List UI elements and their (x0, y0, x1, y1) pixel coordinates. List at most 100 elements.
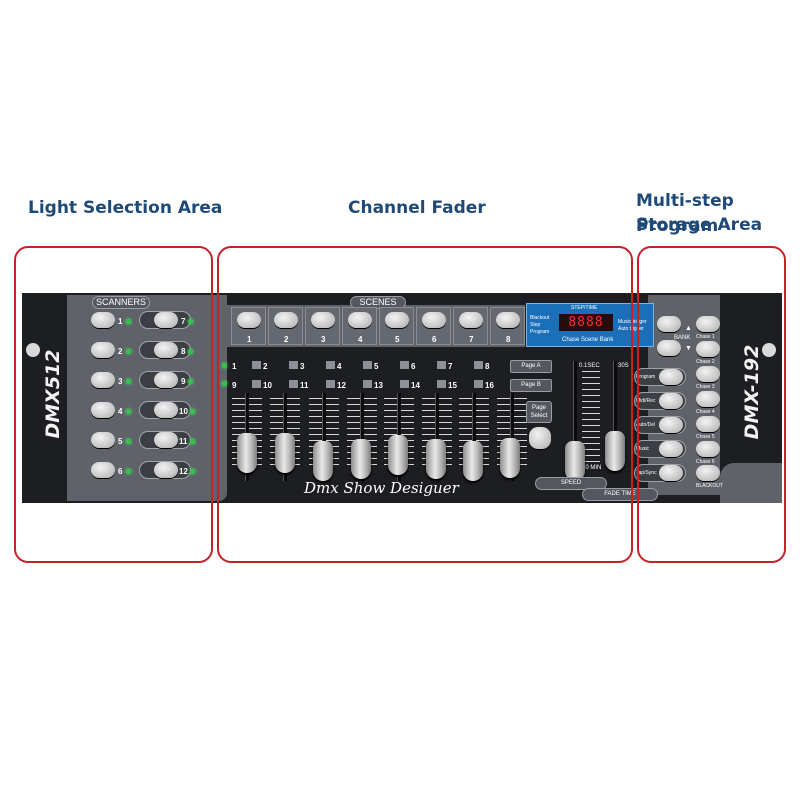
speed-track (573, 361, 577, 471)
channel-fader-2[interactable] (275, 433, 295, 473)
fader-track-7 (472, 393, 476, 481)
scanner-led-9 (188, 379, 193, 384)
segment-readout: 8888 (559, 314, 613, 331)
scanner-button-7[interactable] (154, 312, 178, 328)
scanner-button-5[interactable] (91, 432, 115, 448)
page-b-button[interactable]: Page B (510, 379, 552, 392)
chase-button-4[interactable] (696, 391, 720, 407)
scene-number-2: 2 (284, 335, 289, 344)
fade-time-fader[interactable] (605, 431, 625, 471)
bank-down-button[interactable] (657, 340, 681, 356)
chase-button-5[interactable] (696, 416, 720, 432)
fader-track-8 (510, 393, 514, 481)
scene-button-4[interactable] (348, 312, 372, 328)
speed-fader[interactable] (565, 441, 585, 481)
display-label-auto-trigger: Auto trigger (618, 326, 644, 332)
chase-button-3[interactable] (696, 366, 720, 382)
page-a-button[interactable]: Page A (510, 360, 552, 373)
channel-number-6: 6 (411, 362, 416, 371)
midi-rec-button[interactable] (659, 393, 683, 409)
display-label-blackout: Blackout (530, 315, 550, 321)
scanner-number-8: 8 (181, 347, 186, 356)
fader-track-6 (435, 393, 439, 481)
channel-indicator-11 (289, 380, 298, 388)
channel-indicator-8 (474, 361, 483, 369)
channel-number-15: 15 (448, 381, 457, 390)
speed-top-label: 0.1SEC (579, 363, 600, 369)
chase-button-6[interactable] (696, 441, 720, 457)
speed-side-label: 30S (618, 363, 629, 369)
channel-fader-1[interactable] (237, 433, 257, 473)
program-button[interactable] (659, 369, 683, 385)
scanner-button-3[interactable] (91, 372, 115, 388)
channel-number-14: 14 (411, 381, 420, 390)
channel-indicator-15 (437, 380, 446, 388)
scanners-label: SCANNERS (92, 296, 150, 309)
scenes-label: SCENES (350, 296, 406, 309)
chase-button-1[interactable] (696, 316, 720, 332)
display-bottom-label: Chase Scene Bank (562, 337, 614, 343)
channel-fader-7[interactable] (463, 441, 483, 481)
program-storage-zone (637, 246, 786, 563)
scanner-button-11[interactable] (154, 432, 178, 448)
scene-button-6[interactable] (422, 312, 446, 328)
fader-track-3 (322, 393, 326, 481)
display-title: STEP/TIME (571, 305, 598, 311)
scene-button-1[interactable] (237, 312, 261, 328)
scene-button-5[interactable] (385, 312, 409, 328)
scanner-button-6[interactable] (91, 462, 115, 478)
scene-number-4: 4 (358, 335, 363, 344)
chase-label-6: Chase 6 (696, 459, 715, 465)
scanner-button-10[interactable] (154, 402, 178, 418)
dmx-console: DMX512 DMX-192 SCANNERS 1 7 2 8 3 9 4 10… (22, 293, 782, 503)
channel-fader-8[interactable] (500, 438, 520, 478)
scanner-button-8[interactable] (154, 342, 178, 358)
channel-indicator-16 (474, 380, 483, 388)
scanner-button-4[interactable] (91, 402, 115, 418)
bank-up-button[interactable] (657, 316, 681, 332)
tap-sync-button[interactable] (659, 465, 683, 481)
channel-led-9 (222, 381, 227, 386)
speed-label: SPEED (535, 477, 607, 490)
right-bottom-panel (720, 463, 782, 503)
channel-indicator-13 (363, 380, 372, 388)
scanner-number-2: 2 (118, 347, 123, 356)
scanner-button-9[interactable] (154, 372, 178, 388)
channel-number-7: 7 (448, 362, 453, 371)
scanner-number-5: 5 (118, 437, 123, 446)
scene-button-2[interactable] (274, 312, 298, 328)
scanner-button-12[interactable] (154, 462, 178, 478)
channel-fader-5[interactable] (388, 435, 408, 475)
speed-scale (582, 371, 600, 466)
channel-number-5: 5 (374, 362, 379, 371)
scanner-number-9: 9 (181, 377, 186, 386)
channel-indicator-6 (400, 361, 409, 369)
page-select-button[interactable] (529, 427, 551, 449)
scene-button-8[interactable] (496, 312, 520, 328)
channel-fader-3[interactable] (313, 441, 333, 481)
channel-indicator-4 (326, 361, 335, 369)
scanner-button-2[interactable] (91, 342, 115, 358)
chase-button-2[interactable] (696, 341, 720, 357)
auto-del-label: Auto/Del (636, 422, 656, 428)
scene-button-7[interactable] (459, 312, 483, 328)
program-storage-heading-line1: Multi-step Program (636, 191, 734, 236)
channel-fader-4[interactable] (351, 439, 371, 479)
scene-button-3[interactable] (311, 312, 335, 328)
scanner-led-1 (126, 319, 131, 324)
channel-fader-6[interactable] (426, 439, 446, 479)
scanner-button-1[interactable] (91, 312, 115, 328)
tap-sync-label: Tap/Sync (636, 470, 657, 476)
auto-del-button[interactable] (659, 417, 683, 433)
channel-indicator-3 (289, 361, 298, 369)
chase-label-3: Chase 3 (696, 384, 715, 390)
channel-number-9: 9 (232, 381, 237, 390)
blackout-button[interactable] (696, 465, 720, 481)
scanner-number-10: 10 (179, 407, 188, 416)
channel-number-3: 3 (300, 362, 305, 371)
scene-number-8: 8 (506, 335, 511, 344)
channel-led-1 (222, 363, 227, 368)
scene-number-5: 5 (395, 335, 400, 344)
fade-track (613, 361, 617, 471)
music-button[interactable] (659, 441, 683, 457)
